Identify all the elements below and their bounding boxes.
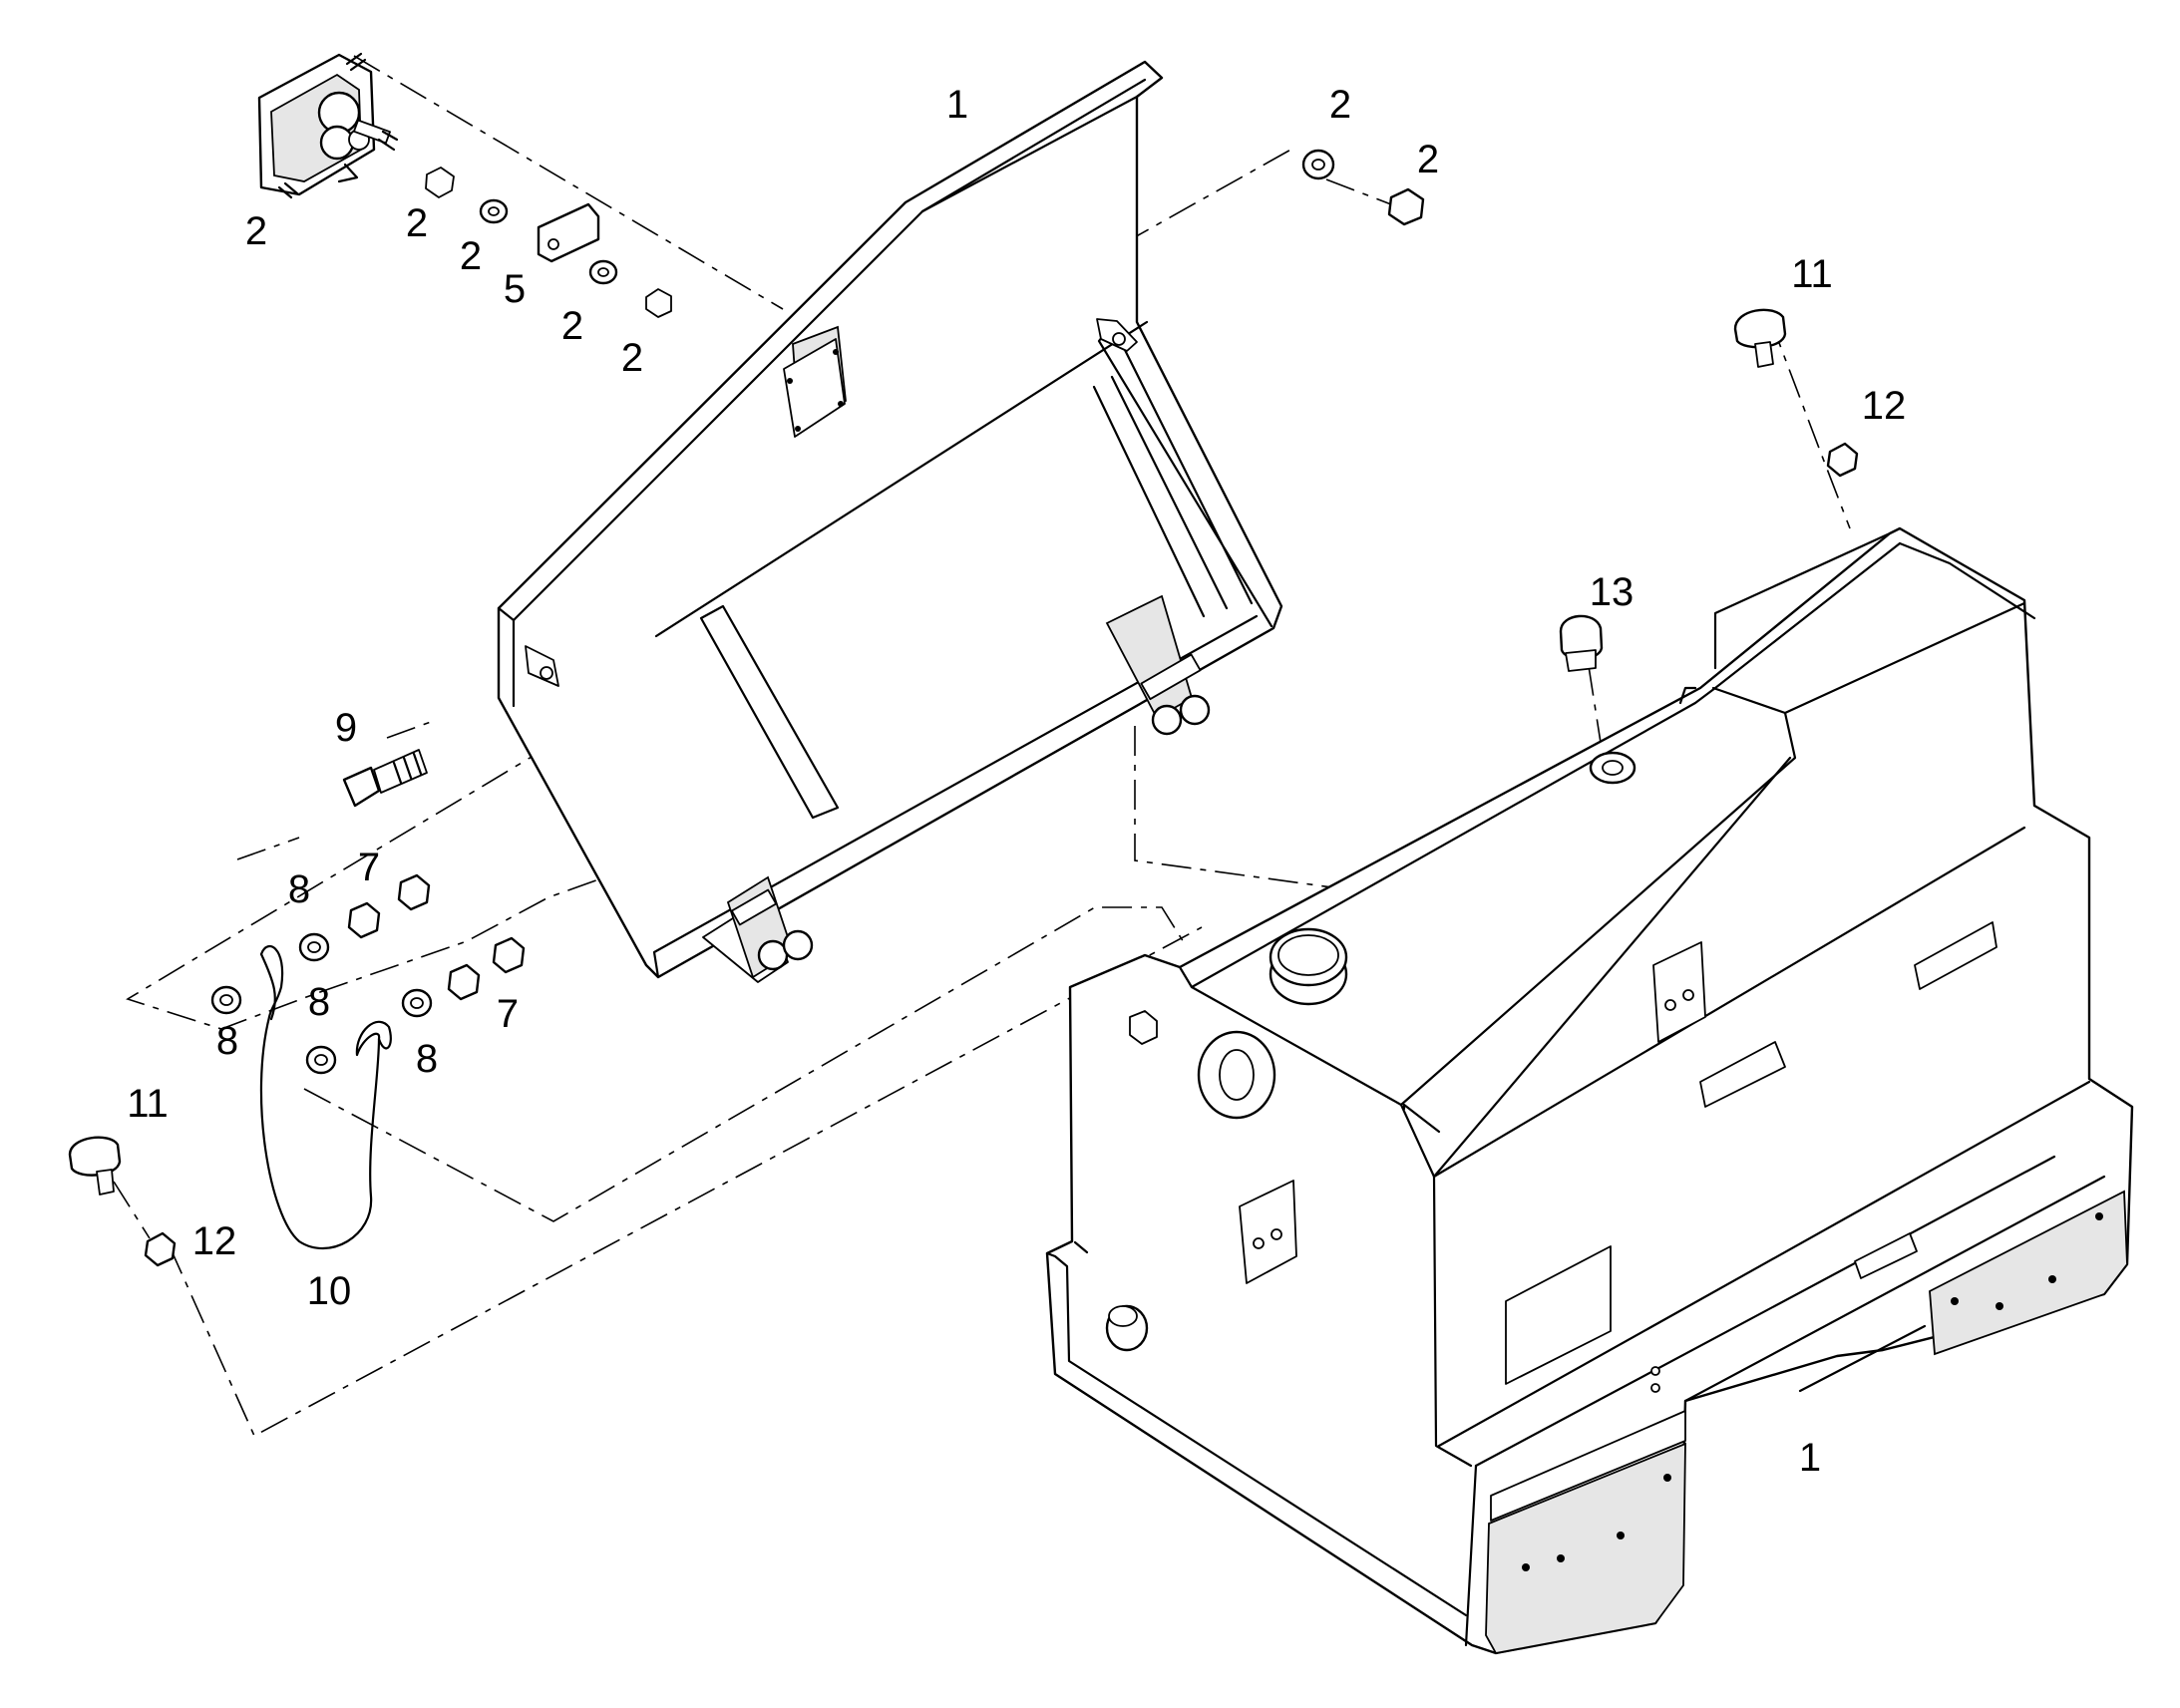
callout-c11a: 11 <box>1791 252 1833 296</box>
knob-11-upper <box>1733 308 1787 368</box>
hinge-right <box>1105 594 1211 736</box>
callout-c2c: 2 <box>460 234 482 278</box>
callout-c2d: 2 <box>561 304 583 348</box>
tank-base <box>1045 526 2134 1655</box>
callout-c7a: 7 <box>358 846 380 889</box>
callout-c9: 9 <box>335 706 357 750</box>
cover-panel <box>497 60 1283 983</box>
callout-c8b: 8 <box>308 980 330 1024</box>
callout-c12b: 12 <box>192 1219 237 1263</box>
callout-c8d: 8 <box>416 1037 438 1081</box>
callout-c2g: 2 <box>1417 138 1439 181</box>
callout-c1a: 1 <box>946 83 968 127</box>
callout-c1b: 1 <box>1799 1436 1821 1480</box>
callout-c11b: 11 <box>127 1082 169 1126</box>
callout-c5: 5 <box>504 267 526 311</box>
callout-c7b: 7 <box>497 992 519 1036</box>
callout-c13: 13 <box>1590 570 1635 614</box>
callout-c12a: 12 <box>1862 384 1907 428</box>
switch-assembly <box>257 52 399 199</box>
callout-c2a: 2 <box>245 209 267 253</box>
tether-cable <box>259 945 392 1250</box>
bolt-9 <box>342 749 428 808</box>
knob-11-lower <box>68 1136 122 1196</box>
callout-c2f: 2 <box>1329 83 1351 127</box>
callout-c2e: 2 <box>621 336 643 380</box>
hardware <box>68 149 1859 1267</box>
callout-c8c: 8 <box>216 1019 238 1063</box>
hinge-left <box>702 875 814 983</box>
callout-c2b: 2 <box>406 201 428 245</box>
callout-c8a: 8 <box>288 867 310 911</box>
callout-c10: 10 <box>307 1269 352 1313</box>
plug-13 <box>1559 614 1604 672</box>
